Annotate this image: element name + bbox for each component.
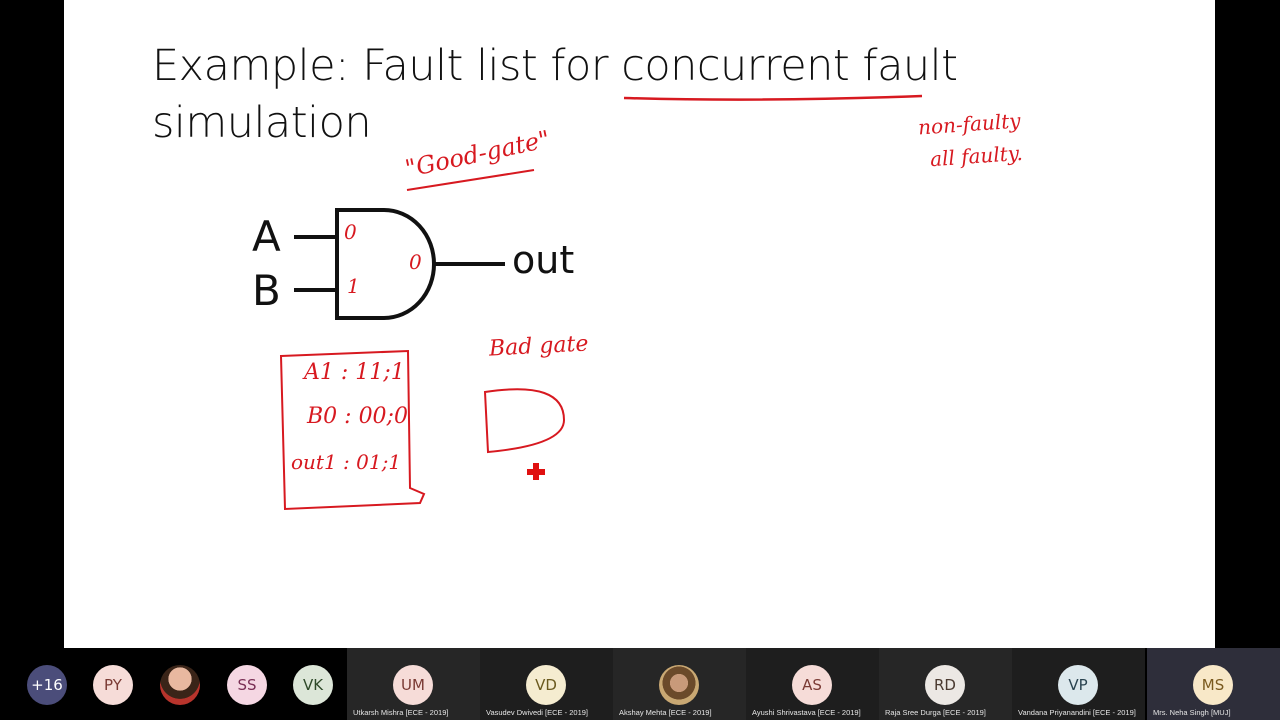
shared-slide: Example: Fault list for concurrent fault… [64, 0, 1215, 648]
avatar: MS [1193, 665, 1233, 705]
title-line-1: Example: Fault list for concurrent fault [152, 41, 958, 91]
participant-tile[interactable]: AS Ayushi Shrivastava [ECE - 2019] [746, 648, 879, 720]
title-underline [623, 94, 923, 101]
participant-name: Vasudev Dwivedi [ECE - 2019] [486, 708, 588, 717]
gate-input-b-label: B [252, 266, 281, 315]
participant-tile[interactable]: RD Raja Sree Durga [ECE - 2019] [879, 648, 1012, 720]
participant-avatar-py[interactable]: PY [93, 665, 133, 705]
more-participants-button[interactable]: +16 [27, 665, 67, 705]
slide-title: Example: Fault list for concurrent fault… [152, 38, 958, 152]
fault-list-entry: B0 : 00;0 [307, 404, 408, 429]
value-b: 1 [347, 274, 360, 298]
gate-output-label: out [512, 238, 575, 282]
and-gate-icon [294, 208, 505, 320]
pen-cursor-icon [527, 463, 545, 480]
participant-name: Mrs. Neha Singh [MUJ] [1153, 708, 1231, 717]
avatar: UM [393, 665, 433, 705]
annotation-layer [279, 94, 923, 511]
fault-list-entry: out1 : 01;1 [291, 450, 402, 474]
avatar: RD [925, 665, 965, 705]
participant-avatar-photo[interactable] [160, 665, 200, 705]
fault-list-box [279, 349, 426, 511]
value-a: 0 [344, 220, 357, 244]
participant-avatar-ss[interactable]: SS [227, 665, 267, 705]
participant-name: Akshay Mehta [ECE - 2019] [619, 708, 712, 717]
avatar: AS [792, 665, 832, 705]
participant-tile[interactable]: VP Vandana Priyanandini [ECE - 2019] [1012, 648, 1145, 720]
value-out: 0 [409, 250, 422, 274]
participant-avatar-vk[interactable]: VK [293, 665, 333, 705]
bad-gate-icon [483, 388, 566, 454]
participant-name: Utkarsh Mishra [ECE - 2019] [353, 708, 449, 717]
avatar: VD [526, 665, 566, 705]
participant-name: Vandana Priyanandini [ECE - 2019] [1018, 708, 1136, 717]
gate-input-a-label: A [252, 212, 281, 261]
participant-tile[interactable]: UM Utkarsh Mishra [ECE - 2019] [347, 648, 480, 720]
participant-tile[interactable]: MS Mrs. Neha Singh [MUJ] [1147, 648, 1280, 720]
avatar [659, 665, 699, 705]
participant-tile[interactable]: Akshay Mehta [ECE - 2019] [613, 648, 746, 720]
title-line-2: simulation [152, 98, 372, 148]
bad-gate-note: Bad gate [488, 331, 590, 362]
participant-name: Raja Sree Durga [ECE - 2019] [885, 708, 986, 717]
participant-tile[interactable]: VD Vasudev Dwivedi [ECE - 2019] [480, 648, 613, 720]
avatar: VP [1058, 665, 1098, 705]
participant-name: Ayushi Shrivastava [ECE - 2019] [752, 708, 861, 717]
fault-list-entry: A1 : 11;1 [304, 360, 405, 385]
